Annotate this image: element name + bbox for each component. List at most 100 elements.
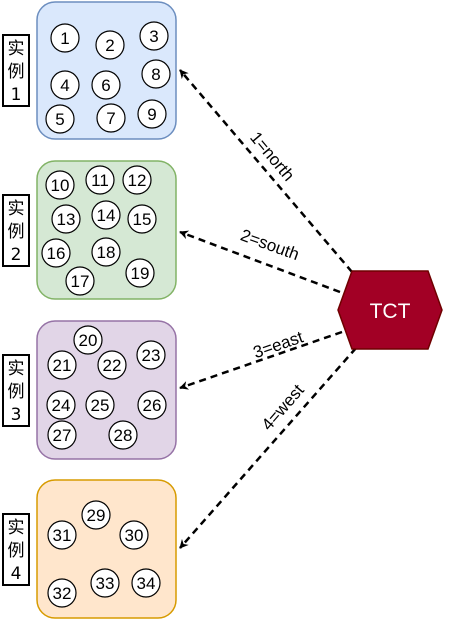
svg-text:12: 12 bbox=[128, 171, 147, 190]
instance-1: 实 例 1 1 2 3 4 6 8 5 7 9 bbox=[2, 1, 177, 140]
node: 22 bbox=[97, 350, 127, 380]
svg-text:7: 7 bbox=[106, 109, 115, 128]
svg-text:32: 32 bbox=[53, 584, 72, 603]
node: 10 bbox=[45, 170, 75, 200]
node: 27 bbox=[47, 420, 77, 450]
svg-text:1: 1 bbox=[60, 29, 69, 48]
instance-3-label-box bbox=[2, 354, 30, 427]
node: 29 bbox=[81, 500, 111, 530]
svg-text:34: 34 bbox=[137, 574, 156, 593]
edges: 1=north 2=south 3=east 4=west bbox=[179, 69, 357, 549]
node: 14 bbox=[91, 200, 121, 230]
edge-label-north: 1=north bbox=[246, 128, 298, 185]
instance-1-label-char-1: 实 bbox=[8, 39, 25, 59]
svg-text:26: 26 bbox=[143, 396, 162, 415]
node: 9 bbox=[137, 99, 167, 129]
svg-text:4: 4 bbox=[60, 76, 69, 95]
node: 30 bbox=[119, 520, 149, 550]
svg-text:28: 28 bbox=[114, 426, 133, 445]
node: 13 bbox=[51, 204, 81, 234]
node: 26 bbox=[137, 390, 167, 420]
node: 17 bbox=[65, 266, 95, 296]
svg-text:20: 20 bbox=[79, 331, 98, 350]
svg-text:19: 19 bbox=[131, 264, 150, 283]
svg-text:29: 29 bbox=[87, 506, 106, 525]
svg-text:5: 5 bbox=[55, 110, 64, 129]
svg-text:30: 30 bbox=[125, 526, 144, 545]
edge-south bbox=[179, 230, 341, 294]
instance-3-label-char-1: 实 bbox=[8, 359, 25, 379]
node: 24 bbox=[46, 390, 76, 420]
svg-text:18: 18 bbox=[97, 243, 116, 262]
node: 16 bbox=[41, 238, 71, 268]
instance-4-label-box bbox=[2, 513, 30, 586]
instance-1-label-char-2: 例 bbox=[8, 62, 25, 82]
svg-text:11: 11 bbox=[91, 171, 109, 190]
svg-text:3: 3 bbox=[149, 27, 158, 46]
node: 28 bbox=[108, 420, 138, 450]
instance-3-label-char-2: 例 bbox=[8, 382, 25, 402]
instance-4: 实 例 4 29 31 30 32 33 34 bbox=[2, 479, 177, 619]
edge-label-east: 3=east bbox=[251, 327, 306, 362]
node: 3 bbox=[139, 21, 169, 51]
instance-2-label-char-2: 例 bbox=[8, 222, 25, 242]
svg-text:9: 9 bbox=[147, 105, 156, 124]
instance-2-label-char-1: 实 bbox=[8, 199, 25, 219]
instance-1-label-box bbox=[2, 34, 30, 107]
node: 4 bbox=[50, 70, 80, 100]
svg-text:8: 8 bbox=[151, 65, 160, 84]
svg-text:13: 13 bbox=[57, 210, 76, 229]
instance-1-label-char-3: 1 bbox=[11, 85, 22, 105]
node: 31 bbox=[47, 520, 77, 550]
instance-2-label-char-3: 2 bbox=[11, 245, 22, 265]
edge-east bbox=[179, 330, 343, 390]
node: 18 bbox=[91, 237, 121, 267]
edge-label-west: 4=west bbox=[258, 380, 308, 434]
svg-text:33: 33 bbox=[96, 574, 115, 593]
svg-text:23: 23 bbox=[142, 346, 161, 365]
node: 6 bbox=[91, 70, 121, 100]
edge-north bbox=[179, 69, 353, 273]
svg-text:6: 6 bbox=[101, 76, 110, 95]
node: 20 bbox=[73, 325, 103, 355]
svg-text:16: 16 bbox=[47, 244, 66, 263]
node: 25 bbox=[85, 390, 115, 420]
node: 15 bbox=[127, 204, 157, 234]
svg-text:22: 22 bbox=[103, 356, 122, 375]
node: 33 bbox=[90, 568, 120, 598]
edge-west bbox=[179, 347, 357, 549]
instance-3: 实 例 3 20 21 22 23 24 25 26 27 28 bbox=[2, 320, 177, 460]
node: 19 bbox=[125, 258, 155, 288]
svg-text:15: 15 bbox=[133, 210, 152, 229]
node: 32 bbox=[47, 578, 77, 608]
svg-text:21: 21 bbox=[53, 356, 72, 375]
hub-shape bbox=[337, 270, 443, 350]
node: 5 bbox=[45, 104, 75, 134]
instance-2: 实 例 2 10 11 12 13 14 15 16 18 17 19 bbox=[2, 160, 177, 300]
instance-4-label-char-3: 4 bbox=[11, 564, 22, 584]
instance-4-label-char-1: 实 bbox=[8, 518, 25, 538]
node: 2 bbox=[95, 30, 125, 60]
node: 21 bbox=[47, 350, 77, 380]
svg-text:24: 24 bbox=[52, 396, 71, 415]
instance-2-label-box bbox=[2, 194, 30, 267]
svg-text:17: 17 bbox=[71, 272, 90, 291]
node: 23 bbox=[136, 340, 166, 370]
node: 12 bbox=[122, 165, 152, 195]
node: 11 bbox=[85, 165, 115, 195]
node: 1 bbox=[50, 23, 80, 53]
node: 7 bbox=[96, 103, 126, 133]
svg-text:31: 31 bbox=[53, 526, 72, 545]
svg-text:10: 10 bbox=[51, 176, 70, 195]
svg-text:25: 25 bbox=[91, 396, 110, 415]
instance-3-label-char-3: 3 bbox=[11, 405, 22, 425]
node: 34 bbox=[131, 568, 161, 598]
node: 8 bbox=[141, 59, 171, 89]
svg-text:27: 27 bbox=[53, 426, 72, 445]
hub: TCT bbox=[337, 270, 443, 350]
instance-4-label-char-2: 例 bbox=[8, 541, 25, 561]
hub-label: TCT bbox=[370, 300, 411, 323]
svg-text:14: 14 bbox=[97, 206, 116, 225]
svg-text:2: 2 bbox=[105, 36, 114, 55]
